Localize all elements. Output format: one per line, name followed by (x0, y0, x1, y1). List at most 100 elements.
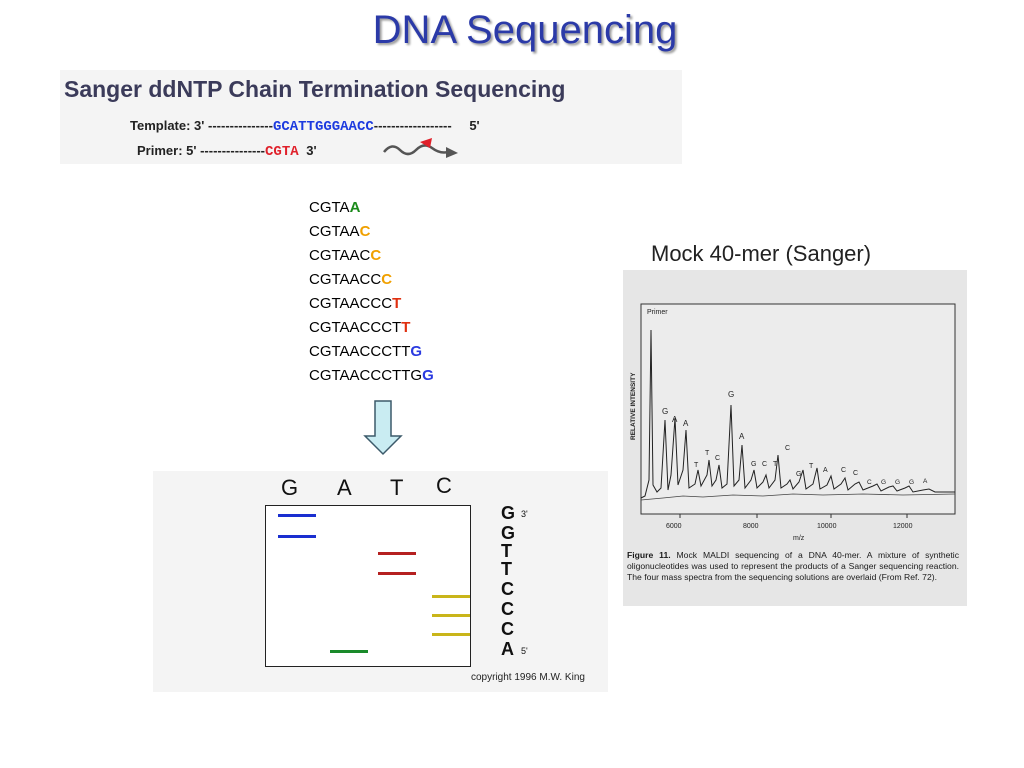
template-line: Template: 3' ---------------GCATTGGGAACC… (130, 118, 480, 135)
x-tick-label: 6000 (666, 523, 682, 530)
lane-label-a: A (337, 475, 352, 500)
fragment-terminal-base: C (381, 271, 393, 288)
read-base: T (501, 541, 512, 561)
primer-sequence: CGTA (265, 144, 299, 160)
peak-label: A (923, 478, 928, 485)
fragment-terminal-base: A (349, 199, 361, 216)
fragment-line: CGTAA (309, 196, 434, 220)
peak-label: T (773, 461, 778, 468)
gel-band (278, 514, 316, 517)
fragment-prefix: CGTAACCCTTG (309, 367, 423, 384)
peak-label: C (841, 467, 846, 474)
fragment-prefix: CGTAACC (309, 271, 382, 288)
peak-label: C (853, 470, 858, 477)
read-top-label: 3' (521, 509, 528, 519)
y-axis-label: RELATIVE INTENSITY (630, 372, 637, 440)
fragment-line: CGTAACCCTT (309, 316, 434, 340)
fragment-terminal-base: G (422, 367, 434, 384)
gel-band (378, 572, 416, 575)
template-dashes-right: ------------------ (373, 118, 452, 133)
gel-band (432, 614, 470, 617)
fragment-terminal-base: G (410, 343, 423, 360)
peak-label: T (705, 450, 710, 457)
peak-label: G (728, 390, 734, 399)
primer-line: Primer: 5' ---------------CGTA 3' (137, 143, 317, 160)
gel-band (378, 552, 416, 555)
template-label: Template: 3' (130, 118, 205, 133)
peak-label: G (909, 479, 914, 486)
fragment-line: CGTAACCCT (309, 292, 434, 316)
lane-label-c: C (436, 473, 452, 498)
peak-label: C (785, 445, 790, 452)
figure-caption: Figure 11. Mock MALDI sequencing of a DN… (627, 550, 959, 583)
primer-dashes-left: --------------- (200, 143, 266, 158)
gel-panel: G A T C G 3' G T T C C C A 5' copyright … (153, 467, 608, 692)
peak-label: G (881, 479, 886, 486)
figure-caption-label: Figure 11. (627, 550, 671, 560)
fragment-line: CGTAACCCTTGG (309, 364, 434, 388)
fragment-prefix: CGTAACCC (309, 295, 393, 312)
copyright-text: copyright 1996 M.W. King (471, 672, 585, 683)
primer-end: 3' (306, 143, 317, 158)
fragment-line: CGTAACC (309, 244, 434, 268)
peak-label: A (672, 415, 678, 424)
read-base: C (501, 579, 514, 599)
sanger-title: Sanger ddNTP Chain Termination Sequencin… (64, 76, 566, 102)
peak-label: G (796, 471, 801, 478)
figure-caption-text: Mock MALDI sequencing of a DNA 40-mer. A… (627, 550, 959, 582)
template-dashes-left: --------------- (208, 118, 273, 133)
read-bottom-label: 5' (521, 646, 528, 656)
slide-title: DNA Sequencing (372, 8, 678, 52)
template-end: 5' (469, 118, 480, 133)
fragment-terminal-base: T (401, 319, 411, 336)
x-tick-label: 12000 (893, 523, 913, 530)
fragment-prefix: CGTA (309, 199, 350, 216)
fragment-prefix: CGTAACCCT (309, 319, 402, 336)
fragment-terminal-base: T (392, 295, 402, 312)
peak-label: C (762, 461, 767, 468)
peak-label: C (715, 455, 720, 462)
gel-lane-labels: G A T C (153, 467, 608, 692)
maldi-figure: 6000 8000 10000 12000 m/z Primer RELATIV… (623, 270, 967, 606)
template-sequence: GCATTGGGAACC (272, 119, 374, 135)
peak-label: T (809, 463, 814, 470)
peak-label: A (823, 467, 828, 474)
fragment-terminal-base: C (359, 223, 371, 240)
peak-label: G (751, 461, 756, 468)
peak-label: A (683, 419, 689, 428)
x-tick-label: 10000 (817, 523, 837, 530)
peak-label: G (895, 479, 900, 486)
x-tick-label: 8000 (743, 523, 759, 530)
read-base: A (501, 639, 514, 659)
fragment-line: CGTAACCC (309, 268, 434, 292)
read-base: C (501, 619, 514, 639)
gel-band (278, 535, 316, 538)
maldi-title: Mock 40-mer (Sanger) (651, 241, 872, 266)
fragment-prefix: CGTAA (309, 223, 360, 240)
peak-label: A (739, 432, 745, 441)
peak-label: T (694, 462, 699, 469)
gel-band (330, 650, 368, 653)
fragment-prefix: CGTAAC (309, 247, 371, 264)
gel-box (265, 505, 471, 667)
peak-label: C (867, 479, 872, 486)
read-base: T (501, 559, 512, 579)
down-arrow-icon (363, 400, 403, 456)
fragment-terminal-base: C (370, 247, 382, 264)
lane-label-g: G (281, 475, 299, 500)
extension-arrow-icon (383, 138, 458, 158)
lane-label-t: T (390, 475, 404, 500)
x-axis-label: m/z (793, 535, 805, 542)
gel-band (432, 595, 470, 598)
primer-peak-label: Primer (647, 309, 668, 316)
fragment-line: CGTAACCCTTG (309, 340, 434, 364)
gel-band (432, 633, 470, 636)
read-base: G (501, 503, 516, 523)
fragment-prefix: CGTAACCCTT (309, 343, 411, 360)
sanger-panel: Sanger ddNTP Chain Termination Sequencin… (60, 70, 682, 164)
read-base: C (501, 599, 514, 619)
peak-label: G (662, 407, 668, 416)
read-base: G (501, 523, 516, 543)
mass-spectrum-image: 6000 8000 10000 12000 m/z Primer RELATIV… (630, 303, 956, 542)
